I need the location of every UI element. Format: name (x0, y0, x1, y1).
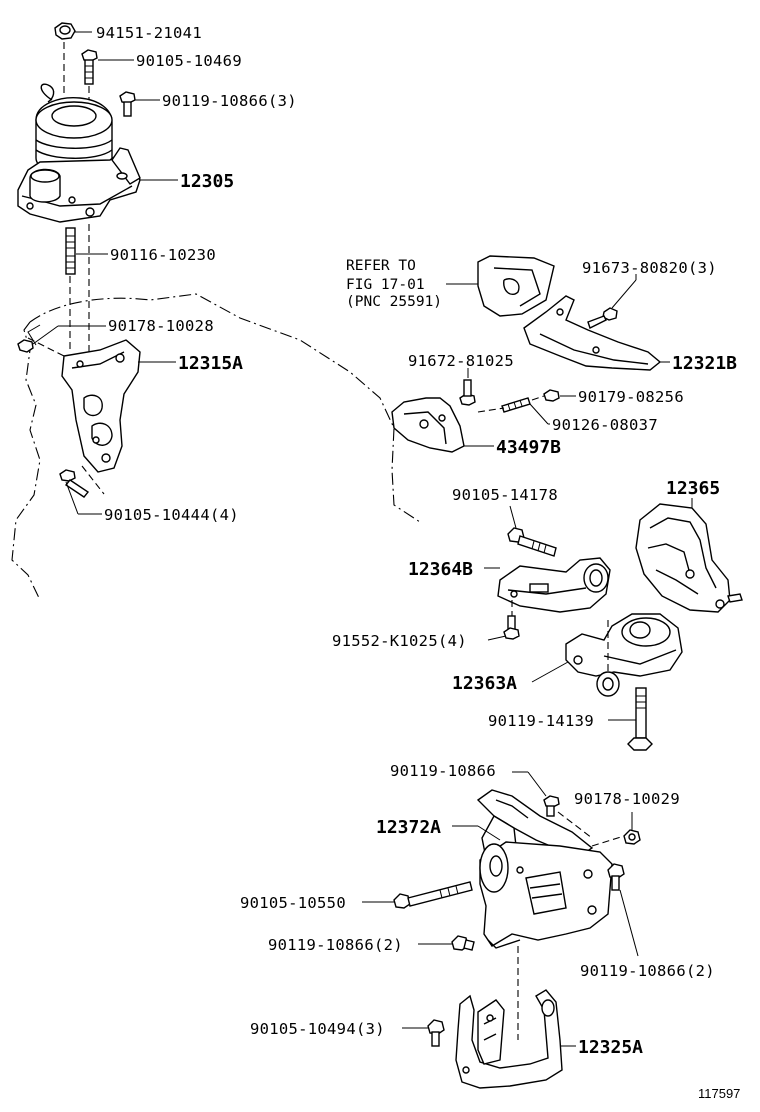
label-43497B: 43497B (496, 437, 561, 458)
label-90105-10444-4: 90105-10444(4) (104, 506, 239, 524)
bolt-90119-10866-a (119, 91, 136, 117)
label-90119-10866-3: 90119-10866(3) (162, 92, 297, 110)
label-90119-10866-2-right: 90119-10866(2) (580, 962, 715, 980)
bolt-90119-10866-c (451, 935, 475, 951)
guide-line-left-f (27, 337, 69, 359)
label-12321B: 12321B (672, 353, 737, 374)
bolt-90119-10866-d (607, 863, 625, 891)
label-12365: 12365 (666, 478, 720, 499)
bracket-12325A (455, 989, 563, 1089)
nut-94151 (54, 22, 76, 40)
stud-90116-10230 (65, 227, 76, 275)
bolt-90119-10866-b (543, 795, 560, 817)
guide-line-bottom-b (591, 835, 625, 847)
nut-90178-10028 (17, 339, 34, 353)
bolt-90105-10469 (81, 49, 98, 85)
reference-line-1: REFER TO (346, 258, 416, 274)
guide-line-mid-a (477, 407, 505, 413)
bracket-43497B (391, 397, 465, 453)
bracket-12364B (497, 557, 611, 613)
bolt-91672-81025 (459, 379, 476, 406)
label-90178-10029: 90178-10029 (574, 790, 680, 808)
label-12305: 12305 (180, 171, 234, 192)
guide-line-bottom-a (557, 811, 593, 839)
bolt-90119-14139 (627, 687, 653, 751)
nut-90178-10029 (623, 829, 641, 845)
bolt-90105-10494 (427, 1019, 445, 1047)
mount-12372A (476, 789, 613, 949)
label-12315A: 12315A (178, 353, 243, 374)
label-90119-10866: 90119-10866 (390, 762, 496, 780)
bracket-12315A (61, 339, 141, 473)
figure-number: 117597 (698, 1086, 740, 1101)
mount-12363A (565, 613, 683, 697)
label-12363A: 12363A (452, 673, 517, 694)
nut-90179-08256 (543, 389, 560, 402)
label-91673-80820-3: 91673-80820(3) (582, 259, 717, 277)
bolt-90105-10550 (393, 881, 473, 909)
label-12325A: 12325A (578, 1037, 643, 1058)
engine-outline (11, 293, 421, 601)
damper-12365 (635, 503, 743, 613)
reference-line-3: (PNC 25591) (346, 294, 442, 310)
guide-line-mid-b (531, 395, 545, 401)
label-90126-08037: 90126-08037 (552, 416, 658, 434)
label-90105-14178: 90105-14178 (452, 486, 558, 504)
label-90105-10494-3: 90105-10494(3) (250, 1020, 385, 1038)
bolt-90105-10444 (59, 469, 90, 498)
reference-line-2: FIG 17-01 (346, 277, 425, 293)
label-91672-81025: 91672-81025 (408, 352, 514, 370)
mount-insulator-12305 (17, 83, 141, 223)
label-90178-10028: 90178-10028 (108, 317, 214, 335)
bolt-91673-80820 (587, 307, 618, 329)
label-90179-08256: 90179-08256 (578, 388, 684, 406)
label-91552-K1025-4: 91552-K1025(4) (332, 632, 467, 650)
label-90119-10866-2-left: 90119-10866(2) (268, 936, 403, 954)
label-90105-10469: 90105-10469 (136, 52, 242, 70)
label-90116-10230: 90116-10230 (110, 246, 216, 264)
guide-line-left-e (81, 465, 105, 495)
bolt-90105-14178 (507, 527, 557, 557)
bolt-91552-K1025 (503, 615, 520, 640)
label-90119-14139: 90119-14139 (488, 712, 594, 730)
label-90105-10550: 90105-10550 (240, 894, 346, 912)
label-12372A: 12372A (376, 817, 441, 838)
label-12364B: 12364B (408, 559, 473, 580)
label-94151: 94151-21041 (96, 24, 202, 42)
referenced-bracket (477, 255, 555, 317)
stud-90126-08037 (501, 397, 531, 413)
bracket-12321B (523, 295, 662, 371)
